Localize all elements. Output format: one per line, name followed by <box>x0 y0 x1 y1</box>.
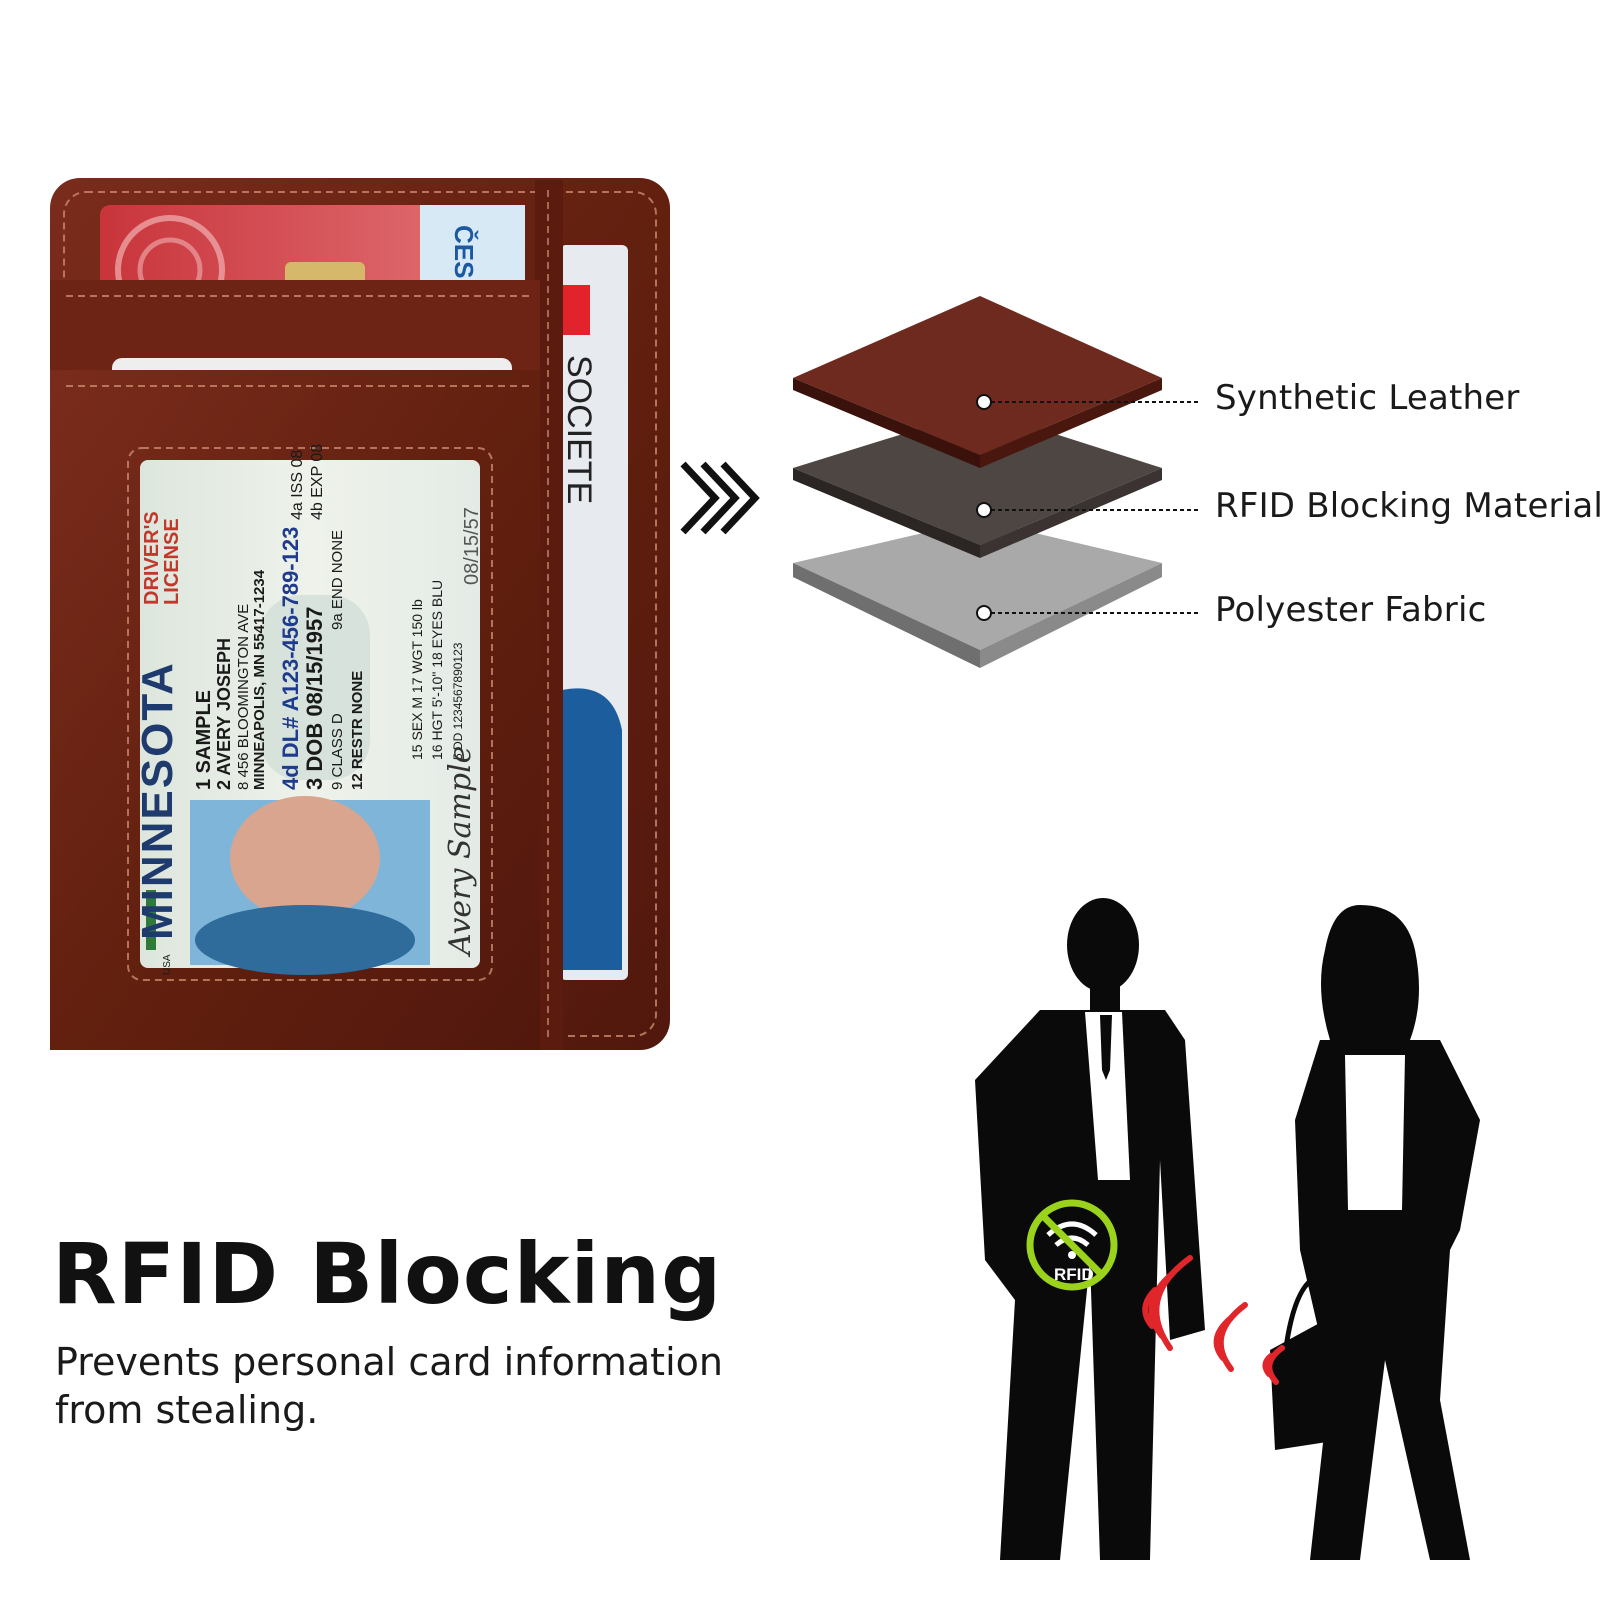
badge-text: RFID <box>1054 1265 1094 1284</box>
license-restr: 12 RESTR NONE <box>349 671 366 790</box>
license-dob: 3 DOB 08/15/1957 <box>302 607 327 790</box>
license-dd: 5 DD 1234567890123 <box>451 642 465 760</box>
license-line-4: MINNEAPOLIS, MN 55417-1234 <box>251 569 268 790</box>
fabric-layer <box>793 520 1162 668</box>
wallet: SOCIETE ČES SPO <box>50 178 670 1050</box>
headline: RFID Blocking <box>52 1225 723 1323</box>
license-end: 9a END NONE <box>329 530 346 630</box>
license-line-3: 8 456 BLOOMINGTON AVE <box>235 604 252 790</box>
license-type-2: LICENSE <box>161 518 183 605</box>
license-line-2: 2 AVERY JOSEPH <box>214 638 234 790</box>
layer-label-synthetic-leather: Synthetic Leather <box>1215 378 1520 418</box>
license-dl-number: 4d DL# A123-456-789-123 <box>278 527 303 790</box>
license-photo-face <box>230 796 380 920</box>
license-type-1: DRIVER'S <box>141 511 163 605</box>
right-card: SOCIETE <box>560 245 628 980</box>
license-line-1: 1 SAMPLE <box>193 690 215 790</box>
license-state: MINNESOTA <box>133 661 182 940</box>
rfid-blocked-icon: RFID <box>1026 1199 1118 1291</box>
chevron-right-icon <box>680 461 760 535</box>
layer-label-rfid-material: RFID Blocking Material <box>1215 486 1600 526</box>
license-class: 9 CLASS D <box>329 713 346 790</box>
drivers-license: MINNESOTA DRIVER'S LICENSE USA 1 SAMPLE … <box>133 444 483 975</box>
leather-layer <box>793 296 1162 468</box>
license-exp: 4b EXP 08 <box>309 444 326 520</box>
subtext: Prevents personal card information from … <box>55 1340 723 1432</box>
right-card-text: SOCIETE <box>560 355 598 504</box>
license-sex-wgt: 15 SEX M 17 WGT 150 lb <box>409 599 425 760</box>
license-hgt-eyes: 16 HGT 5'-10" 18 EYES BLU <box>429 580 445 760</box>
upper-pocket <box>50 280 540 370</box>
woman-silhouette <box>1270 905 1480 1560</box>
signal-waves-icon <box>1142 1255 1285 1385</box>
man-silhouette <box>975 898 1205 1560</box>
license-signature: Avery Sample <box>443 746 478 958</box>
license-iss: 4a ISS 08 <box>289 450 306 520</box>
layers-diagram <box>793 296 1198 668</box>
layer-label-polyester-fabric: Polyester Fabric <box>1215 590 1487 630</box>
rfid-layer <box>793 410 1162 558</box>
license-country: USA <box>162 954 173 975</box>
license-side-date: 08/15/57 <box>461 507 483 585</box>
